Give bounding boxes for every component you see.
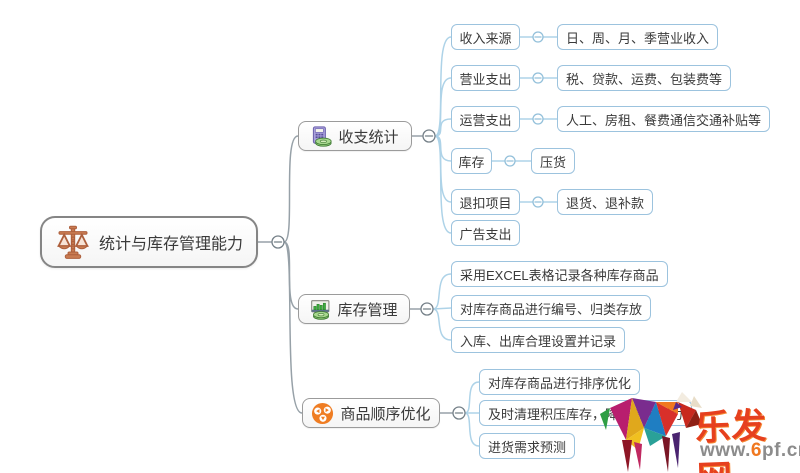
root-connectors: [257, 135, 454, 414]
leaf-income-source-detail[interactable]: 日、周、月、季营业收入: [557, 24, 719, 50]
node-label: 对库存商品进行编号、归类存放: [460, 301, 643, 317]
branch-node-product-order-optimization[interactable]: 商品顺序优化: [302, 398, 440, 428]
branch-node-income-expense-stats[interactable]: 收支统计: [298, 121, 412, 151]
branch-label: 收支统计: [338, 128, 399, 146]
node-label: 收入来源: [459, 30, 512, 46]
node-label: 税、贷款、运费、包装费等: [566, 71, 723, 87]
node-label: 入库、出库合理设置并记录: [460, 333, 617, 349]
branch-label: 库存管理: [337, 301, 398, 319]
branch3-connectors: [464, 381, 480, 447]
node-label: 及时清理积压库存，降低资金压力: [488, 406, 684, 422]
branch-label: 商品顺序优化: [340, 405, 431, 423]
collapse-toggle-stock[interactable]: [504, 155, 516, 167]
node-label: 压货: [540, 154, 567, 170]
leaf-inbound-outbound[interactable]: 入库、出库合理设置并记录: [451, 327, 626, 353]
subnode-business-expense[interactable]: 营业支出: [451, 65, 520, 91]
node-label: 人工、房租、餐费通信交通补贴等: [566, 112, 762, 128]
subnode-ad-expense[interactable]: 广告支出: [451, 220, 520, 246]
collapse-toggle-income-source[interactable]: [532, 31, 544, 43]
node-label: 进货需求预测: [488, 439, 567, 455]
node-label: 日、周、月、季营业收入: [566, 30, 710, 46]
leaf-stock-detail[interactable]: 压货: [531, 148, 576, 174]
collapse-toggle-business-expense[interactable]: [532, 72, 544, 84]
leaf-sort-optimization[interactable]: 对库存商品进行排序优化: [479, 369, 641, 395]
subnode-income-source[interactable]: 收入来源: [451, 24, 520, 50]
node-label: 运营支出: [459, 112, 512, 128]
collapse-toggle-branch3[interactable]: [452, 406, 466, 420]
collapse-toggle-operating-expense[interactable]: [532, 113, 544, 125]
sort-cycle-icon: [311, 402, 334, 425]
leaf-numbering-classify[interactable]: 对库存商品进行编号、归类存放: [451, 295, 652, 321]
leaf-purchase-forecast[interactable]: 进货需求预测: [479, 433, 576, 459]
collapse-toggle-branch2[interactable]: [420, 302, 434, 316]
calculator-cash-icon: [311, 125, 333, 147]
root-label: 统计与库存管理能力: [98, 236, 243, 253]
subnode-operating-expense[interactable]: 运营支出: [451, 106, 520, 132]
collapse-toggle-root[interactable]: [271, 235, 285, 249]
collapse-toggle-refund[interactable]: [532, 196, 544, 208]
leaf-business-expense-detail[interactable]: 税、贷款、运费、包装费等: [557, 65, 732, 91]
node-label: 对库存商品进行排序优化: [488, 375, 632, 391]
node-label: 广告支出: [459, 226, 512, 242]
node-label: 采用EXCEL表格记录各种库存商品: [460, 267, 659, 283]
branch-node-inventory-management[interactable]: 库存管理: [298, 294, 410, 324]
bar-chart-cash-icon: [310, 299, 331, 320]
balance-scale-icon: [55, 224, 91, 260]
leaf-refund-detail[interactable]: 退货、退补款: [557, 189, 654, 215]
leaf-operating-expense-detail[interactable]: 人工、房租、餐费通信交通补贴等: [557, 106, 771, 132]
leaf-clear-backlog[interactable]: 及时清理积压库存，降低资金压力: [479, 400, 693, 426]
branch1-connectors: [434, 36, 558, 234]
subnode-stock[interactable]: 库存: [451, 148, 492, 174]
node-label: 营业支出: [459, 71, 512, 87]
subnode-refund-items[interactable]: 退扣项目: [451, 189, 520, 215]
root-node[interactable]: 统计与库存管理能力: [40, 216, 258, 268]
branch2-connectors: [432, 273, 452, 341]
collapse-toggle-branch1[interactable]: [422, 129, 436, 143]
node-label: 退货、退补款: [566, 195, 645, 211]
leaf-excel-record[interactable]: 采用EXCEL表格记录各种库存商品: [451, 261, 668, 287]
node-label: 退扣项目: [459, 195, 512, 211]
node-label: 库存: [458, 154, 485, 170]
